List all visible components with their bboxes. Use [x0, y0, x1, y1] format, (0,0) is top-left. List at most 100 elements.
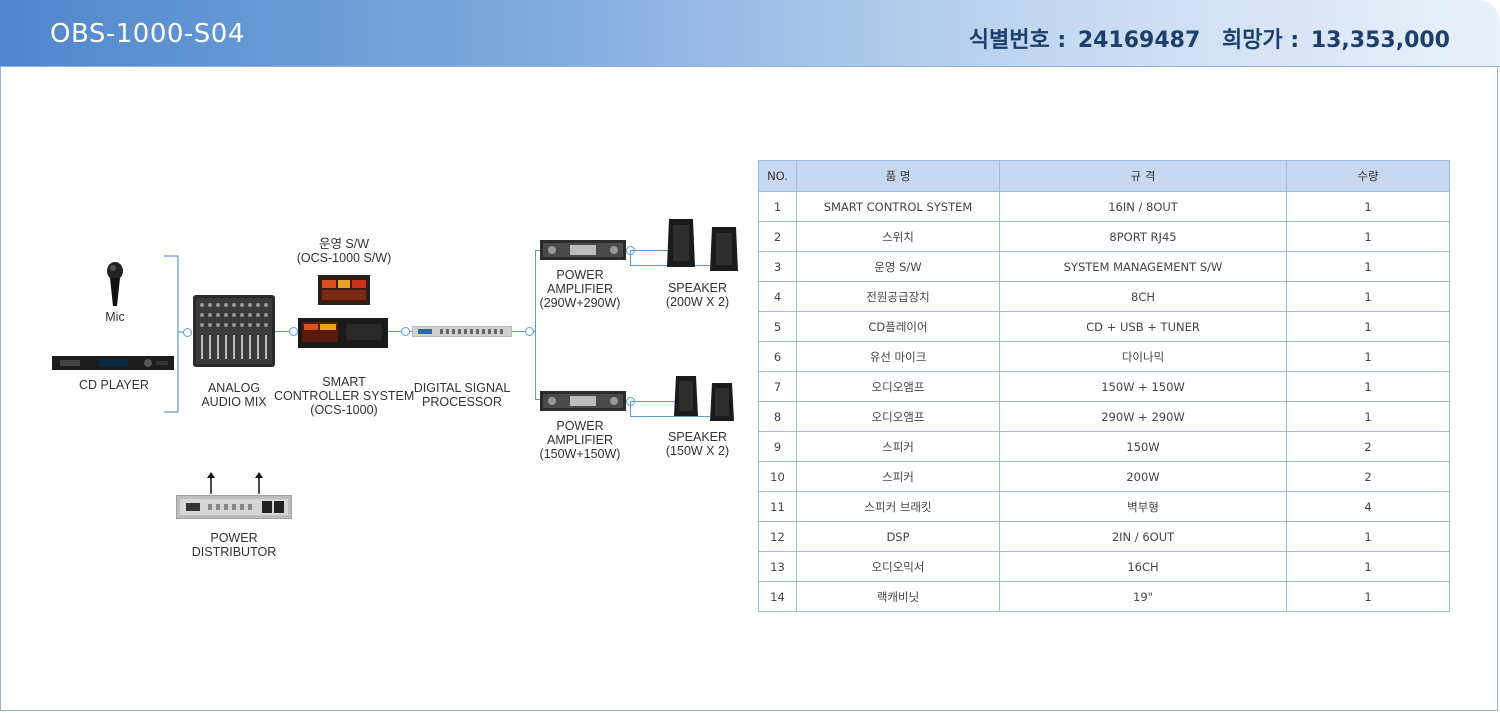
cell-spec: 16IN / 8OUT [999, 191, 1287, 222]
col-no: NO. [758, 160, 797, 192]
cell-name: CD플레이어 [796, 311, 1000, 342]
controller-icon [298, 318, 388, 348]
connector-node [183, 328, 192, 337]
cell-spec: 16CH [999, 551, 1287, 582]
price-value: 13,353,000 [1310, 28, 1450, 53]
wire [630, 401, 675, 403]
cell-no: 2 [758, 221, 797, 252]
mixer-label: ANALOG AUDIO MIX [201, 381, 267, 409]
cell-qty: 1 [1286, 281, 1450, 312]
connector-node [525, 327, 534, 336]
cell-name: 전원공급장치 [796, 281, 1000, 312]
cell-qty: 1 [1286, 251, 1450, 282]
col-spec: 규 격 [999, 160, 1287, 192]
cell-spec: 다이나믹 [999, 341, 1287, 372]
cell-name: DSP [796, 521, 1000, 552]
cell-no: 3 [758, 251, 797, 282]
wire [630, 401, 632, 417]
cell-name: 스피커 브래킷 [796, 491, 1000, 522]
amp2-label: POWER AMPLIFIER (150W+150W) [539, 419, 621, 461]
wire [630, 250, 668, 252]
speaker1-label: SPEAKER (200W X 2) [665, 281, 730, 309]
model-title: OBS-1000-S04 [50, 19, 245, 49]
cell-qty: 1 [1286, 371, 1450, 402]
cell-no: 13 [758, 551, 797, 582]
cell-spec: 8PORT RJ45 [999, 221, 1287, 252]
cell-qty: 2 [1286, 461, 1450, 492]
cell-name: 오디오믹서 [796, 551, 1000, 582]
cell-name: 스위치 [796, 221, 1000, 252]
price-label: 희망가 : [1221, 28, 1300, 53]
amplifier-icon [540, 391, 626, 411]
header-divider [0, 66, 1500, 67]
cell-name: 스피커 [796, 461, 1000, 492]
power-arrows-icon [207, 472, 263, 494]
header-banner: OBS-1000-S04 식별번호 : 24169487 희망가 : 13,35… [0, 0, 1500, 66]
connector-node [401, 327, 410, 336]
id-label: 식별번호 : [968, 28, 1067, 53]
cell-no: 8 [758, 401, 797, 432]
wire [630, 416, 710, 418]
microphone-icon [107, 262, 123, 306]
wire [535, 399, 541, 401]
cell-qty: 4 [1286, 491, 1450, 522]
cell-spec: 19" [999, 581, 1287, 612]
cd-player-label: CD PLAYER [79, 378, 149, 392]
cell-qty: 1 [1286, 521, 1450, 552]
cell-qty: 1 [1286, 341, 1450, 372]
speaker-icon [710, 383, 734, 421]
cell-name: 운영 S/W [796, 251, 1000, 282]
dsp-label: DIGITAL SIGNAL PROCESSOR [413, 381, 511, 409]
cell-name: 랙캐비닛 [796, 581, 1000, 612]
wire [512, 331, 536, 333]
mic-label: Mic [105, 310, 125, 324]
cell-spec: 200W [999, 461, 1287, 492]
cell-name: 유선 마이크 [796, 341, 1000, 372]
wire [275, 331, 298, 333]
wire [535, 250, 537, 400]
cell-name: 오디오앰프 [796, 401, 1000, 432]
cell-spec: 2IN / 6OUT [999, 521, 1287, 552]
col-qty: 수량 [1286, 160, 1450, 192]
cell-no: 12 [758, 521, 797, 552]
speaker-icon [667, 219, 695, 267]
amp1-label: POWER AMPLIFIER (290W+290W) [539, 268, 621, 310]
cell-qty: 1 [1286, 551, 1450, 582]
cell-no: 4 [758, 281, 797, 312]
speaker2-label: SPEAKER (150W X 2) [665, 430, 730, 458]
cell-no: 9 [758, 431, 797, 462]
cell-spec: SYSTEM MANAGEMENT S/W [999, 251, 1287, 282]
cell-no: 10 [758, 461, 797, 492]
power-distributor-label: POWER DISTRIBUTOR [191, 531, 277, 559]
cell-spec: CD + USB + TUNER [999, 311, 1287, 342]
cell-qty: 1 [1286, 401, 1450, 432]
amplifier-icon [540, 240, 626, 260]
cell-spec: 8CH [999, 281, 1287, 312]
software-screen-icon [318, 275, 370, 305]
controller-label: SMART CONTROLLER SYSTEM (OCS-1000) [274, 375, 415, 417]
cell-no: 14 [758, 581, 797, 612]
col-name: 품 명 [796, 160, 1000, 192]
cell-spec: 290W + 290W [999, 401, 1287, 432]
mixer-icon [193, 295, 275, 367]
power-distributor-icon [176, 495, 292, 519]
cell-no: 11 [758, 491, 797, 522]
cell-no: 7 [758, 371, 797, 402]
cell-qty: 1 [1286, 581, 1450, 612]
sw-label: 운영 S/W (OCS-1000 S/W) [296, 237, 392, 265]
id-and-price: 식별번호 : 24169487 희망가 : 13,353,000 [965, 22, 1450, 54]
